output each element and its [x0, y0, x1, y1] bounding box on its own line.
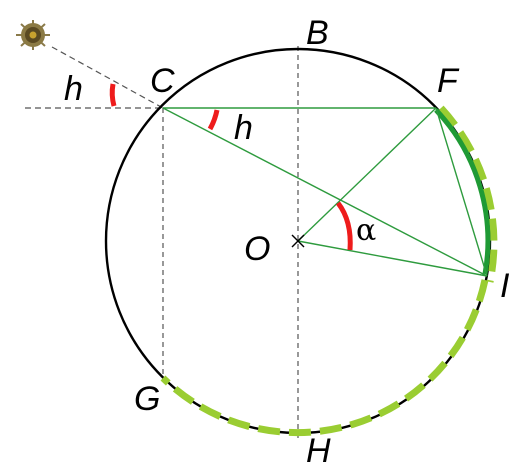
radius-oi [297, 240, 488, 277]
angle-marks [109, 83, 353, 251]
arc-lit-dashed [438, 105, 498, 283]
label-h-point: H [306, 432, 331, 464]
angle-alpha-mark [335, 201, 353, 251]
chord-ci [162, 107, 488, 277]
label-alpha: α [356, 213, 376, 248]
label-f: F [437, 62, 460, 100]
sun-ray-dashed [51, 46, 164, 109]
chord-fi [435, 107, 488, 277]
label-o: O [244, 230, 270, 268]
angle-h-inside-mark [207, 109, 220, 131]
label-c: C [150, 62, 175, 100]
label-h-inside: h [234, 109, 253, 147]
label-i: I [500, 267, 510, 305]
angle-h-outside-mark [109, 83, 117, 107]
arc-shadow-dashed [160, 279, 489, 437]
center-point-cross [291, 234, 305, 248]
sun-icon [16, 20, 50, 50]
arc-lit-solid [434, 108, 491, 275]
label-h-outside: h [64, 70, 83, 108]
radius-of [297, 107, 437, 242]
label-b: B [306, 14, 329, 52]
label-g: G [134, 380, 160, 418]
chord-lines [162, 107, 488, 277]
